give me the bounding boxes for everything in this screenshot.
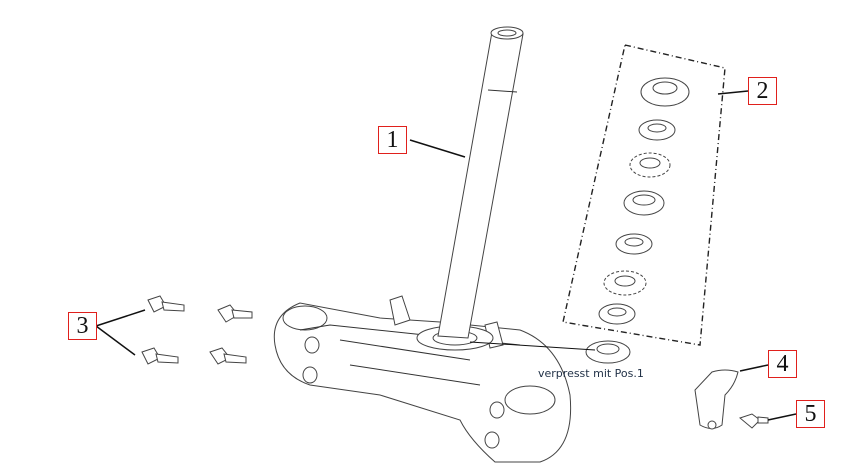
callout-3: 3 bbox=[68, 312, 97, 340]
callout-4: 4 bbox=[768, 350, 797, 378]
callout-2: 2 bbox=[748, 77, 777, 105]
callout-1: 1 bbox=[378, 126, 407, 154]
bearing-kit-outline bbox=[562, 44, 726, 346]
leader-lines bbox=[95, 90, 797, 421]
callout-5: 5 bbox=[796, 400, 825, 428]
bearing-kit bbox=[598, 77, 690, 325]
pressed-bearing-race bbox=[585, 340, 631, 364]
bracket-bolt bbox=[738, 413, 769, 429]
bolts bbox=[141, 295, 253, 365]
steering-stem bbox=[437, 26, 524, 339]
bracket bbox=[694, 369, 739, 430]
triple-clamp bbox=[273, 295, 572, 463]
pressed-with-annotation: verpresst mit Pos.1 bbox=[538, 367, 644, 380]
